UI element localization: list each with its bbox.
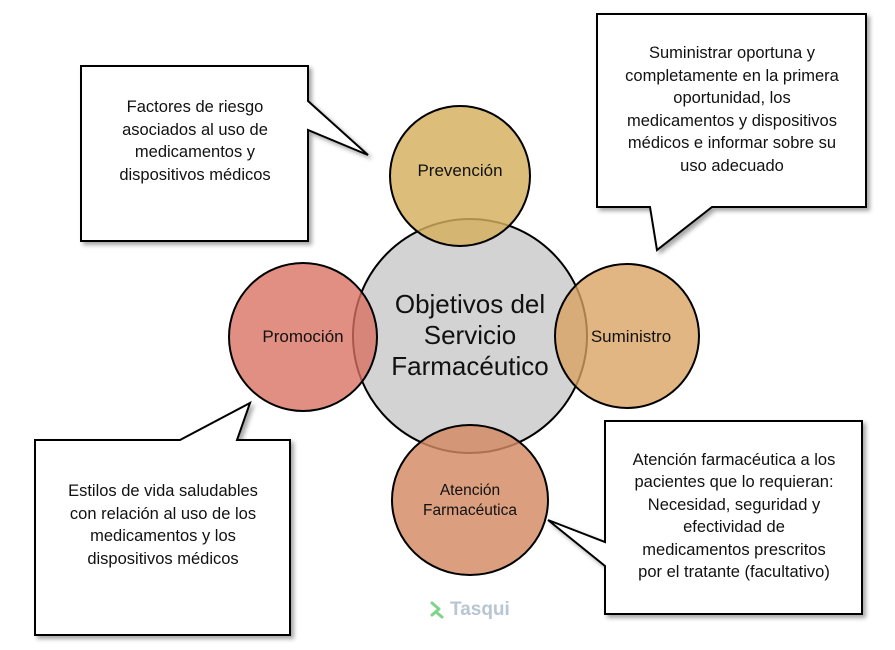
callout-atencion-box [547,420,863,615]
callout-atencion-line: medicamentos prescritos [642,540,826,559]
promocion-circle [228,262,378,412]
callout-suministrar-box [596,13,867,252]
callout-estilos-line: dispositivos médicos [87,549,239,568]
promocion-label: Promoción [262,326,344,346]
callout-suministrar-line: completamente en la primera [625,66,839,85]
callout-riesgo-line: medicamentos y [134,143,256,161]
atencion-label-line-1: Atención [439,482,501,499]
callout-atencion-line: pacientes que lo requieran: [634,473,834,491]
watermark-text: Tasqui [450,599,510,620]
suministro-label: Suministro [590,326,672,346]
callout-suministrar-line: oportunidad, los [673,89,791,107]
callout-estilos-line: Estilos de vida saludables [68,482,258,500]
callout-estilos-line: medicamentos y los [90,527,236,545]
callout-atencion-line: Atención farmacéutica a los [632,450,836,469]
callout-riesgo-line: dispositivos médicos [119,165,271,184]
center-title-line-1: Objetivos del [394,288,546,319]
callout-estilos-box [34,400,291,636]
center-title-line-3: Farmacéutico [391,350,549,381]
callout-atencion-line: efectividad de [683,518,785,536]
callout-suministrar-line: médicos e informar sobre su [627,134,837,152]
callout-riesgo-box [80,65,369,242]
atencion-label: Atención Farmacéutica [395,478,545,524]
callout-suministrar-text: Suministrar oportuna y completamente en … [600,27,864,192]
prevencion-label: Prevención [417,160,503,180]
callout-suministrar-line: uso adecuado [680,156,784,175]
center-title: Objetivos del Servicio Farmacéutico [362,280,578,390]
callout-riesgo-text: Factores de riesgo asociados al uso de m… [86,86,304,196]
atencion-circle [391,424,549,576]
callout-suministrar-line: Suministrar oportuna y [649,44,815,62]
center-title-line-2: Servicio [423,319,517,350]
callout-suministrar-line: medicamentos y dispositivos [626,111,837,130]
suministro-circle [554,263,700,409]
tasqui-check-icon [430,601,446,619]
atencion-label-line-2: Farmacéutica [423,502,517,519]
prevencion-circle [389,105,531,247]
callout-riesgo-line: Factores de riesgo [126,98,264,116]
callout-estilos-text: Estilos de vida saludables con relación … [40,470,286,580]
callout-atencion-line: Necesidad, seguridad y [647,495,821,514]
callout-estilos-line: con relación al uso de los [69,504,257,523]
callout-atencion-line: por el tratante (facultativo) [638,563,830,581]
callout-riesgo-line: asociados al uso de [122,120,268,139]
callout-atencion-text: Atención farmacéutica a los pacientes qu… [609,432,859,600]
tasqui-watermark: Tasqui [430,599,510,621]
